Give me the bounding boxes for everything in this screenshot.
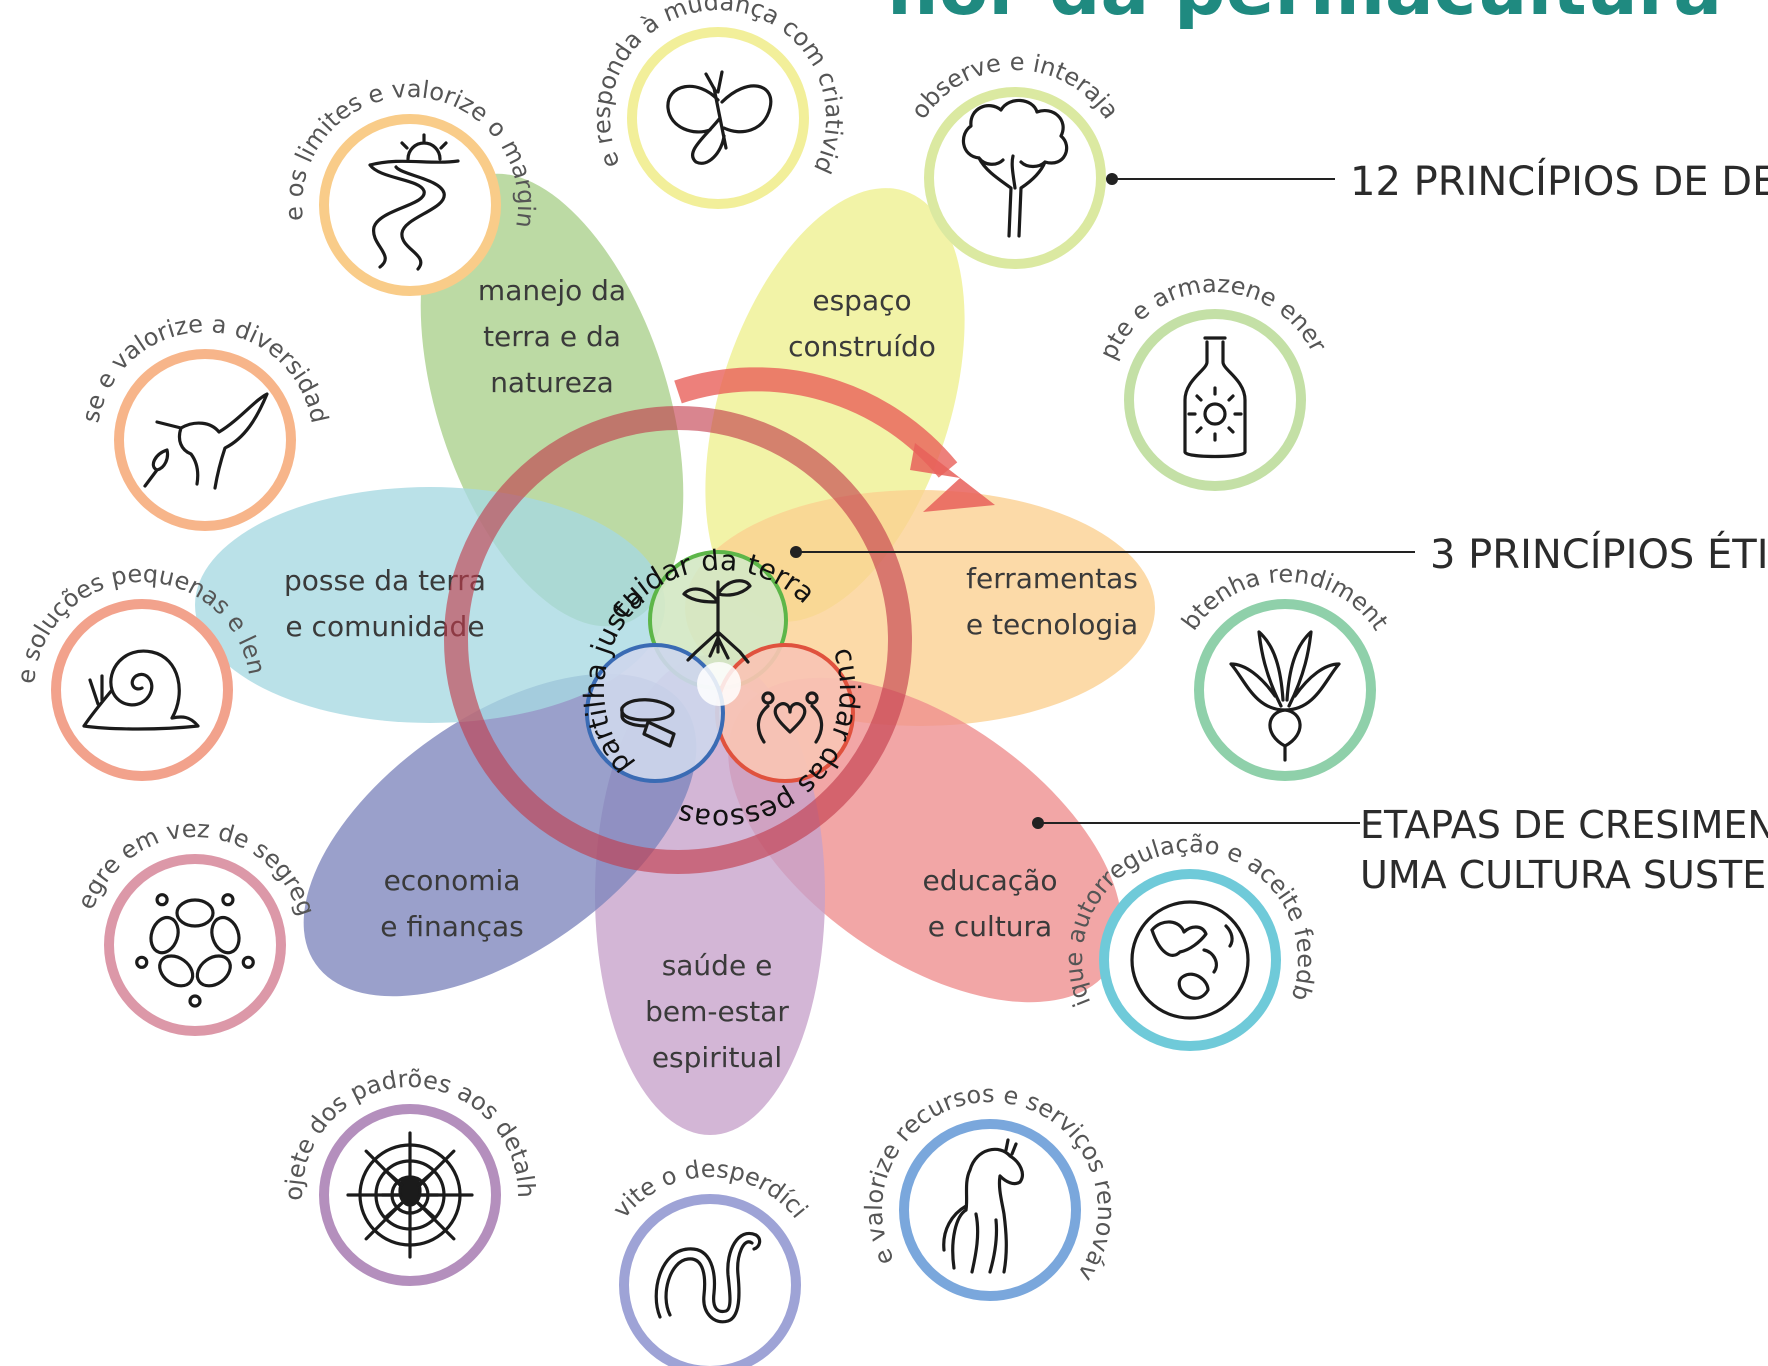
petal-economia-e-financas: economia e finanças [303, 673, 697, 997]
people-heart-icon [756, 691, 824, 744]
growth-arrow [674, 367, 958, 478]
beet-icon [1229, 630, 1341, 762]
sprout-roots-icon [682, 579, 752, 664]
growth-arrowhead [910, 443, 995, 512]
annotation-ethics-label: 3 PRINCÍPIOS ÉTICOS [1430, 530, 1768, 578]
annotation-stages: ETAPAS DE CRESIMENTO DE UMA CULTURA SUST… [1032, 803, 1768, 897]
principle-circle [899, 1119, 1081, 1301]
shared-food-icon [620, 698, 676, 748]
petal-label-line: manejo da [478, 274, 626, 307]
sun-bottle-icon [1183, 336, 1247, 459]
hummingbird-icon [143, 392, 269, 490]
annotation-ethics: 3 PRINCÍPIOS ÉTICOS [790, 530, 1768, 578]
growth-ring [444, 367, 995, 874]
annotation-design: 12 PRINCÍPIOS DE DESIGN [1106, 157, 1768, 205]
tree-icon [961, 98, 1069, 238]
annotation-stages-label-1: ETAPAS DE CRESIMENTO DE [1360, 803, 1768, 847]
petal-label-line: e finanças [380, 910, 524, 943]
petal-label-line: economia [384, 864, 521, 897]
diagram-title: flor da permacultura [886, 0, 1722, 31]
spider-web-icon [346, 1131, 474, 1259]
principle-circle [51, 599, 233, 781]
petal-label-line: espiritual [652, 1041, 782, 1074]
petal-label-line: e tecnologia [966, 608, 1138, 641]
principle-circle [104, 854, 286, 1036]
path-sun-icon [368, 133, 460, 271]
petal-label-line: bem-estar [645, 995, 789, 1028]
principle-circle [619, 1194, 801, 1366]
worm-icon [654, 1231, 762, 1324]
petal-label-line: saúde e [662, 949, 773, 982]
snail-icon [82, 649, 200, 731]
petal-label-line: educação [923, 864, 1058, 897]
principle-use-os-limites-e-valorize-o-marginal: use os limites e valorize o marginal [0, 0, 540, 296]
petal-label-line: espaço [812, 284, 911, 317]
petal-label-line: construído [788, 330, 936, 363]
petal-label-line: terra e da [483, 320, 621, 353]
petal-label-line: ferramentas [966, 562, 1138, 595]
petal-shape [195, 487, 665, 723]
principle-circle [1124, 309, 1306, 491]
principle-circle [1194, 599, 1376, 781]
circle-pattern-icon [135, 893, 255, 1008]
petal-shape [303, 673, 697, 997]
butterfly-icon [666, 70, 773, 165]
horse-icon [942, 1138, 1024, 1274]
principle-circle [114, 349, 296, 531]
ethics-center-overlap [697, 662, 741, 706]
growth-ring-circle [444, 406, 912, 874]
petal-label-line: natureza [490, 366, 614, 399]
annotation-design-label: 12 PRINCÍPIOS DE DESIGN [1350, 157, 1768, 205]
petal-label-line: e cultura [928, 910, 1052, 943]
globe-icon [1130, 900, 1250, 1020]
ethic-circle-partilha-justa [585, 643, 725, 783]
annotation-stages-label-2: UMA CULTURA SUSTENTÁVEL [1360, 853, 1768, 897]
principle-circle [1099, 869, 1281, 1051]
